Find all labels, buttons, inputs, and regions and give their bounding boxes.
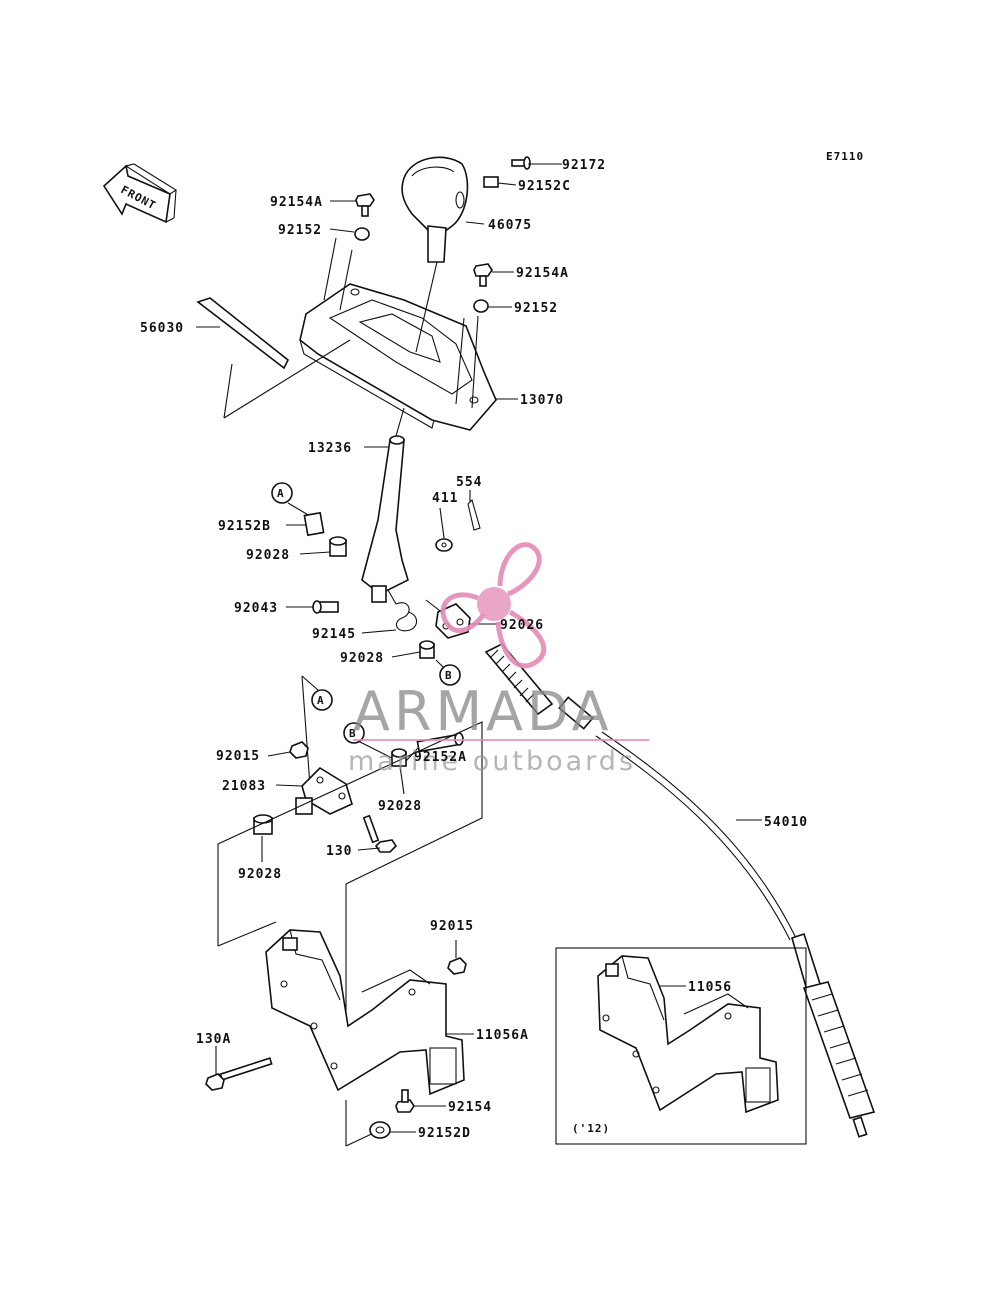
shift-lever [361,407,409,595]
collar-92152D [369,1121,391,1139]
label-13236: 13236 [308,441,352,456]
label-92028-a: 92028 [246,548,290,563]
pin-92043 [312,600,339,614]
bushing-92028-b [419,640,435,659]
nut-92015-a [289,741,309,759]
bolt-130 [362,814,398,853]
label-56030: 56030 [140,321,184,336]
screw-92172 [511,156,531,170]
label-21083: 21083 [222,779,266,794]
label-54010: 54010 [764,815,808,830]
pin-554 [467,490,481,531]
label-554: 554 [456,475,482,490]
inset-panel: ('12) [555,947,807,1145]
label-92028-b: 92028 [340,651,384,666]
nut-92015-b [447,940,467,975]
label-92154A-right: 92154A [516,266,569,281]
inset-label: ('12) [572,1122,610,1135]
label-92152-right: 92152 [514,301,558,316]
label-130: 130 [326,844,352,859]
label-11056A: 11056A [476,1028,529,1043]
svg-text:A: A [277,487,285,500]
label-92154A-left: 92154A [270,195,323,210]
bolt-130A [205,1046,273,1091]
propeller-hub [477,587,511,621]
bushing-92028-a [329,536,347,557]
watermark-subtitle: marine outboards [348,746,636,777]
label-13070: 13070 [520,393,564,408]
svg-text:B: B [445,669,453,682]
bolt-92154A-right [473,263,493,287]
label-92043: 92043 [234,601,278,616]
label-92154: 92154 [448,1100,492,1115]
collar-92152-right [473,299,489,313]
shift-cable [484,643,876,1138]
propeller-logo-icon [440,542,547,669]
label-92172: 92172 [562,158,606,173]
label-92145: 92145 [312,627,356,642]
propeller-blade-right [495,609,547,669]
label-130A: 130A [196,1032,231,1047]
label-92026: 92026 [500,618,544,633]
propeller-blade-left [440,592,487,634]
svg-text:A: A [317,694,325,707]
label-92028-d: 92028 [238,867,282,882]
callout-a-bottom: A [301,675,333,787]
label-92152A: 92152A [414,750,467,765]
label-92152B: 92152B [218,519,271,534]
pin-92152B [303,511,325,537]
collar-92152-left [354,227,370,241]
watermark-title: ARMADA [353,680,613,743]
bushing-92028-d [253,814,273,835]
label-92152D: 92152D [418,1126,471,1141]
diagram-code: E7110 [826,150,864,163]
bolt-92154A-left [355,193,375,217]
label-92152C: 92152C [518,179,571,194]
label-46075: 46075 [488,218,532,233]
label-92015-b: 92015 [430,919,474,934]
shift-knob [401,156,469,263]
shift-console [299,237,497,431]
label-411: 411 [432,491,458,506]
callout-a-top: A [271,482,311,517]
label-92152-left: 92152 [278,223,322,238]
propeller-blade-top [497,542,542,597]
watermark-rule [353,739,649,741]
spring-92145 [371,585,418,632]
label-11056: 11056 [688,980,732,995]
bolt-92154 [395,1089,415,1113]
washer-411 [435,507,453,552]
watermark: ARMADA marine outboards [348,542,649,777]
strap-56030 [196,297,351,419]
callout-b-top: B [435,659,461,686]
collar-92152C [483,176,499,188]
label-leaders [196,163,762,1133]
bracket-21083 [295,766,353,815]
bracket-11056A [265,929,465,1096]
assembly-leader-lines [217,721,483,1147]
callout-b-bottom: B [343,722,397,761]
label-92028-c: 92028 [378,799,422,814]
part-labels: 92172 92152C 92154A 92152 46075 92154A 9… [140,158,808,1141]
front-arrow-icon: FRONT [102,163,178,224]
label-92015-a: 92015 [216,749,260,764]
svg-text:B: B [349,727,357,740]
